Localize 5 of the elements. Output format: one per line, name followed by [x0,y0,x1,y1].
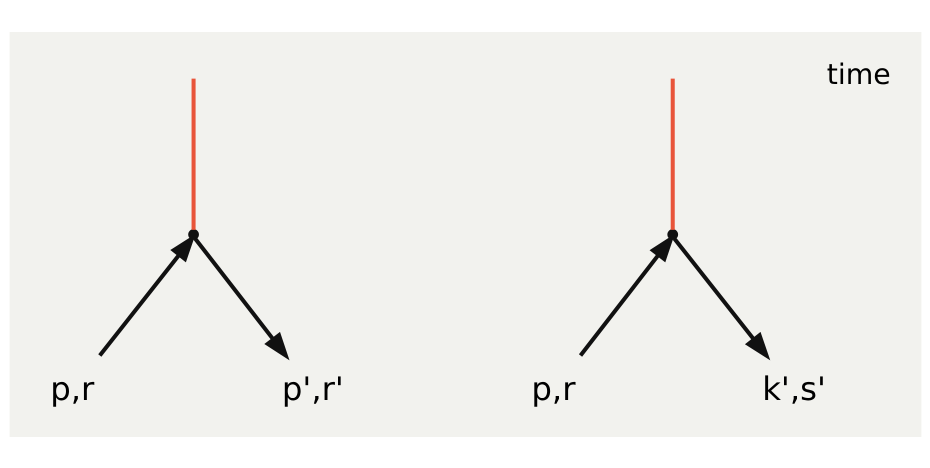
node-text: p,r [530,370,575,408]
node-text: k',s' [762,370,826,408]
label: time [826,57,890,90]
node-text: p',r' [281,370,344,408]
node-text: p,r [50,370,94,408]
